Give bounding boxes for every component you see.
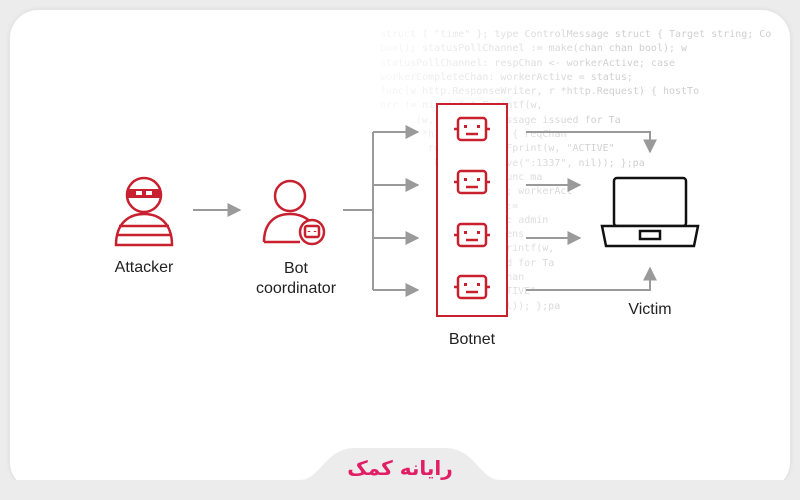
attacker-icon xyxy=(114,176,174,247)
brand-logo: رایانه کمک xyxy=(347,456,453,480)
victim-label: Victim xyxy=(628,301,672,318)
attacker-label: Attacker xyxy=(114,259,174,276)
bot-coordinator-label-line1: Bot xyxy=(283,260,308,277)
bot-icon xyxy=(454,274,490,300)
code-line: bool); statusPollChannel := make(chan ch… xyxy=(380,43,688,55)
bot-coordinator-label-line2: coordinator xyxy=(255,280,337,297)
code-line: fmt.Fprintf(w, xyxy=(470,243,555,255)
arrows-botnet-to-victim xyxy=(526,131,657,291)
footer-notch xyxy=(0,448,800,500)
laptop-icon xyxy=(600,176,700,248)
bot-icon xyxy=(454,116,490,142)
bot-icon xyxy=(454,222,490,248)
code-line: workerCompleteChan: workerActive = statu… xyxy=(380,71,633,83)
botnet-label: Botnet xyxy=(448,331,496,348)
arrows-coordinator-to-botnet xyxy=(343,125,420,297)
code-line: func(w http.ResponseWriter, r *http.Requ… xyxy=(380,86,700,98)
code-line: nil)); };pa xyxy=(494,300,561,312)
bot-coordinator-label: Bot coordinator xyxy=(236,259,356,299)
botnet-box xyxy=(436,103,508,317)
bot-coordinator-icon xyxy=(262,179,326,246)
code-line: struct { "time" }; type ControlMessage s… xyxy=(380,29,772,40)
code-line: statusPollChannel: respChan <- workerAct… xyxy=(380,57,676,69)
code-line: "ACTIVE" xyxy=(488,286,537,298)
bot-icon xyxy=(454,169,490,195)
